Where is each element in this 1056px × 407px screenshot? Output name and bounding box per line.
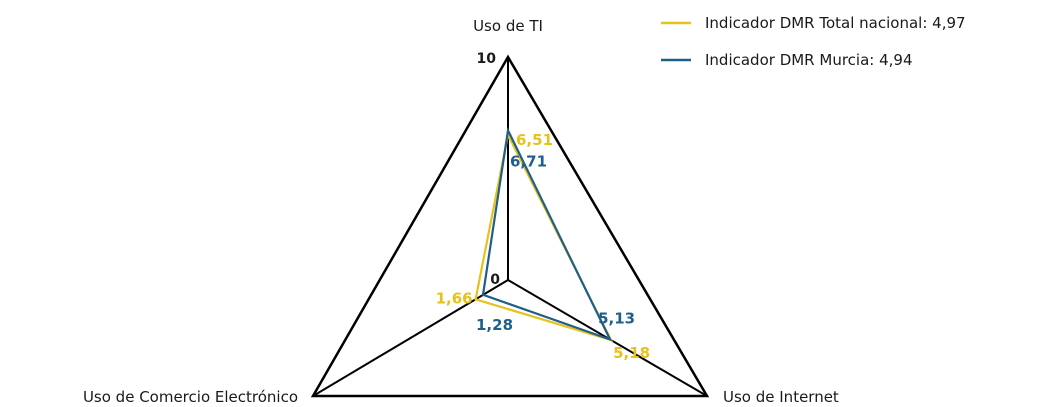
- spoke-uso-de-comercio-electronico: [312, 279, 509, 397]
- value-label-murcia-uso-de-ti: 6,71: [510, 152, 547, 170]
- legend: Indicador DMR Total nacional: 4,97 Indic…: [661, 14, 966, 69]
- radar-outer-triangle: [310, 54, 710, 398]
- series-murcia: [481, 126, 613, 342]
- value-label-total-uso-de-ti: 6,51: [516, 131, 553, 149]
- radar-value-labels: 6,51 5,18 1,66 6,71 5,13 1,28: [436, 131, 651, 362]
- tick-label-max: 10: [477, 51, 497, 67]
- tick-label-min: 0: [490, 272, 500, 288]
- radar-frame: [310, 54, 710, 398]
- legend-label-murcia: Indicador DMR Murcia: 4,94: [705, 51, 913, 69]
- legend-label-total-nacional: Indicador DMR Total nacional: 4,97: [705, 14, 966, 32]
- axis-label-uso-de-comercio-electronico: Uso de Comercio Electrónico: [83, 388, 298, 406]
- value-label-total-uso-de-comercio: 1,66: [436, 289, 473, 307]
- value-label-murcia-uso-de-comercio: 1,28: [476, 316, 513, 334]
- axis-label-uso-de-ti: Uso de TI: [473, 17, 543, 35]
- value-label-total-uso-de-internet: 5,18: [613, 344, 650, 362]
- radar-series: [474, 126, 614, 342]
- axis-label-uso-de-internet: Uso de Internet: [723, 388, 839, 406]
- value-label-murcia-uso-de-internet: 5,13: [598, 310, 635, 328]
